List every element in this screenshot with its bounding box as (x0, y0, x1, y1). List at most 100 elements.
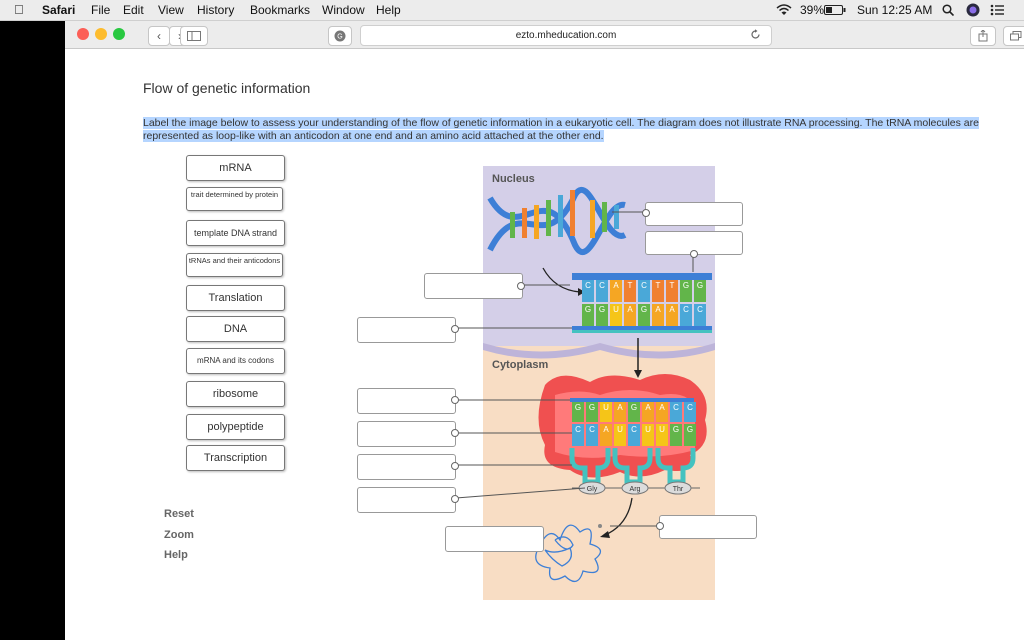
codon-base-4 (628, 402, 640, 422)
drop-zone-4[interactable] (357, 317, 456, 343)
menu-edit[interactable]: Edit (123, 3, 144, 17)
url-text: ezto.mheducation.com (515, 30, 617, 41)
zoom-link[interactable]: Zoom (164, 529, 194, 541)
wifi-icon[interactable] (776, 3, 792, 16)
menu-file[interactable]: File (91, 3, 111, 17)
help-link[interactable]: Help (164, 549, 188, 561)
label-translation[interactable]: Translation (186, 285, 285, 311)
menu-help[interactable]: Help (376, 3, 401, 17)
pin-5 (451, 396, 459, 404)
template-bottom-base-letter-1: G (599, 305, 605, 314)
siri-icon[interactable] (966, 3, 980, 17)
codon-base-6 (656, 402, 668, 422)
template-top-base-letter-1: C (599, 281, 605, 290)
template-top-base-letter-5: T (656, 281, 661, 290)
codon-base-letter-5: A (645, 403, 651, 412)
codon-base-letter-1: G (589, 403, 595, 412)
template-bottom-base-letter-8: C (697, 305, 703, 314)
codon-base-letter-3: A (617, 403, 623, 412)
label-template-dna-strand[interactable]: template DNA strand (186, 220, 285, 246)
template-top-base-5 (652, 280, 664, 302)
leader-lines (455, 211, 694, 527)
minimize-window-icon[interactable] (95, 28, 107, 40)
anticodon-base-letter-0: C (575, 425, 581, 434)
grammarly-icon: G (334, 30, 346, 42)
pin-2 (690, 250, 698, 258)
label-polypeptide[interactable]: polypeptide (186, 414, 285, 440)
svg-text:G: G (337, 34, 342, 41)
label-mrna[interactable]: mRNA (186, 155, 285, 181)
template-bottom-base-letter-4: G (641, 305, 647, 314)
template-bottom-base-1 (596, 304, 608, 326)
anticodon-base-3 (614, 424, 626, 446)
drop-zone-3[interactable] (424, 273, 523, 299)
template-top-base-letter-0: C (585, 281, 591, 290)
dna-strand-bottom (572, 326, 712, 330)
drop-zone-9[interactable] (659, 515, 757, 539)
close-window-icon[interactable] (77, 28, 89, 40)
anticodon-base-letter-1: C (589, 425, 595, 434)
template-top-base-letter-8: G (697, 281, 703, 290)
codon-base-letter-6: A (659, 403, 665, 412)
label-ribosome[interactable]: ribosome (186, 381, 285, 407)
drop-zone-1[interactable] (645, 202, 743, 226)
template-top-base-letter-2: A (613, 281, 619, 290)
label-mrna-and-codons[interactable]: mRNA and its codons (186, 348, 285, 374)
menu-bookmarks[interactable]: Bookmarks (250, 3, 311, 17)
trna-molecules (569, 448, 696, 485)
codon-base-2 (600, 402, 612, 422)
template-bottom-base-letter-3: A (627, 305, 633, 314)
battery-icon[interactable] (824, 5, 846, 15)
template-top-base-3 (624, 280, 636, 302)
template-top-base-letter-3: T (628, 281, 633, 290)
template-top-base-7 (680, 280, 692, 302)
menu-history[interactable]: History (197, 3, 235, 17)
back-button[interactable]: ‹ (148, 26, 170, 46)
extension-button[interactable]: G (328, 26, 352, 46)
reset-link[interactable]: Reset (164, 508, 194, 520)
share-button[interactable] (970, 26, 996, 46)
sidebar-toggle-button[interactable] (180, 26, 208, 46)
anticodon-base-5 (642, 424, 654, 446)
drop-zone-5[interactable] (357, 388, 456, 414)
template-bottom-base-letter-5: A (655, 305, 661, 314)
menu-window[interactable]: Window (322, 3, 365, 17)
template-top-base-1 (596, 280, 608, 302)
clock[interactable]: Sun 12:25 AM (857, 3, 933, 17)
drop-zone-8[interactable] (357, 487, 456, 513)
reload-icon[interactable] (750, 29, 761, 40)
template-bottom-base-letter-2: U (613, 305, 619, 314)
label-trait-determined-by-protein[interactable]: trait determined by protein (186, 187, 283, 211)
label-dna[interactable]: DNA (186, 316, 285, 342)
zoom-window-icon[interactable] (113, 28, 125, 40)
codon-base-7 (670, 402, 682, 422)
template-top-base-4 (638, 280, 650, 302)
template-top-base-8 (694, 280, 706, 302)
template-top-base-2 (610, 280, 622, 302)
template-top-base-letter-6: T (670, 281, 675, 290)
label-trnas-and-anticodons[interactable]: tRNAs and their anticodons (186, 253, 283, 277)
spotlight-search-icon[interactable] (942, 4, 954, 16)
drop-zone-7[interactable] (357, 454, 456, 480)
drop-zone-10[interactable] (445, 526, 544, 552)
codon-base-letter-2: U (603, 403, 609, 412)
menu-view[interactable]: View (158, 3, 184, 17)
mrna-strand-cytoplasm (570, 398, 694, 402)
codon-base-8 (684, 402, 696, 422)
template-top-base-0 (582, 280, 594, 302)
codon-base-5 (642, 402, 654, 422)
drop-zone-6[interactable] (357, 421, 456, 447)
nucleus-label: Nucleus (492, 173, 535, 185)
pin-9 (656, 522, 664, 530)
anticodon-base-4 (628, 424, 640, 446)
pin-8 (451, 495, 459, 503)
label-transcription[interactable]: Transcription (186, 445, 285, 471)
notification-center-icon[interactable] (990, 4, 1004, 16)
apple-icon[interactable]:  (14, 2, 24, 17)
anticodon-base-letter-7: G (673, 425, 679, 434)
anticodon-base-letter-5: U (645, 425, 651, 434)
menu-app-safari[interactable]: Safari (42, 3, 76, 17)
tabs-button[interactable] (1003, 26, 1024, 46)
address-bar[interactable]: ezto.mheducation.com (360, 25, 772, 46)
